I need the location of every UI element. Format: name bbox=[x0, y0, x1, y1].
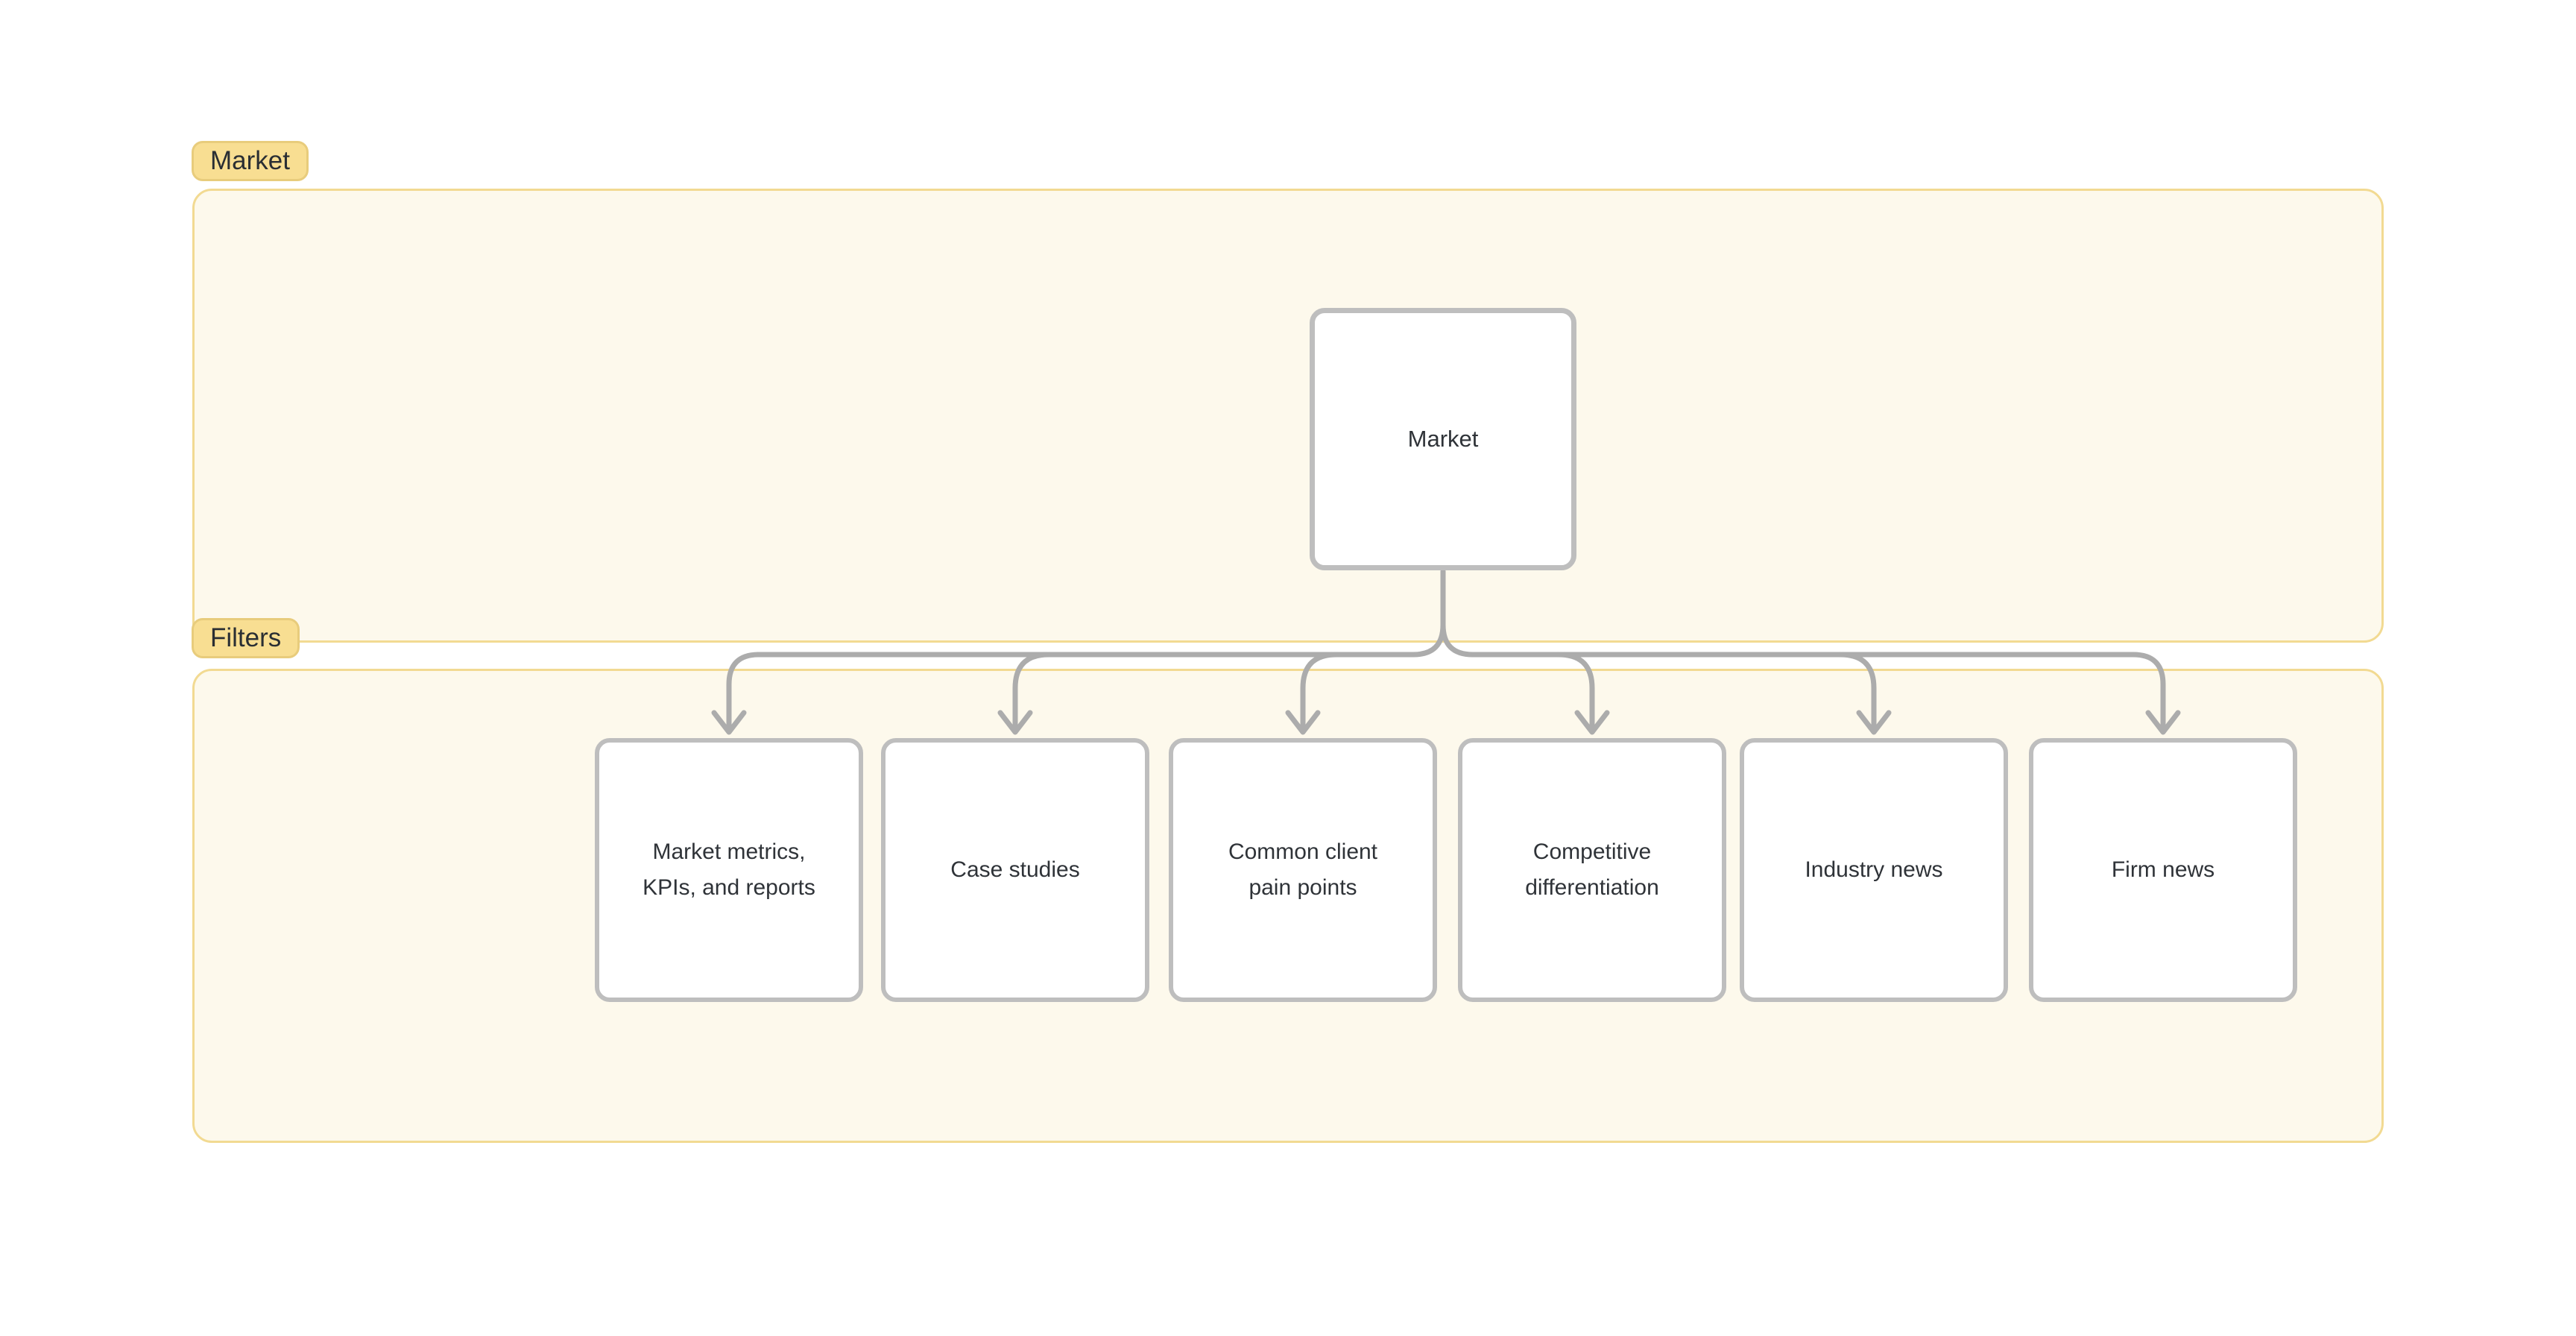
group-label-filters[interactable]: Filters bbox=[192, 618, 300, 658]
connector-branch-4 bbox=[1837, 652, 1877, 734]
node-label: Firm news bbox=[2111, 857, 2215, 882]
node-market-label: Market bbox=[1407, 426, 1479, 452]
arrowhead-icon bbox=[1285, 710, 1321, 735]
group-label-market[interactable]: Market bbox=[192, 141, 309, 181]
connector-rail-left bbox=[726, 622, 1446, 734]
arrowhead-icon bbox=[711, 710, 747, 735]
arrowhead-icon bbox=[997, 710, 1033, 735]
arrowhead-icon bbox=[1574, 710, 1610, 735]
node-case-studies[interactable]: Case studies bbox=[881, 738, 1149, 1002]
node-competitive-differentiation[interactable]: Competitive differentiation bbox=[1458, 738, 1726, 1002]
group-label-market-text: Market bbox=[210, 146, 290, 175]
node-market-metrics[interactable]: Market metrics, KPIs, and reports bbox=[595, 738, 863, 1002]
group-frame-market bbox=[192, 189, 2384, 643]
connector-branch-1 bbox=[1012, 652, 1052, 734]
node-label: Market metrics, KPIs, and reports bbox=[643, 839, 815, 900]
connector-rail-right bbox=[1440, 622, 2166, 734]
connector-branch-3 bbox=[1556, 652, 1595, 734]
node-label: Industry news bbox=[1805, 857, 1943, 882]
arrowhead-icon bbox=[2145, 710, 2181, 735]
node-industry-news[interactable]: Industry news bbox=[1740, 738, 2008, 1002]
node-label: Case studies bbox=[950, 857, 1080, 882]
group-label-filters-text: Filters bbox=[210, 623, 282, 652]
node-firm-news[interactable]: Firm news bbox=[2029, 738, 2297, 1002]
node-market[interactable]: Market bbox=[1310, 308, 1576, 570]
node-label: Common client pain points bbox=[1228, 839, 1378, 900]
connector-branch-2 bbox=[1300, 652, 1339, 734]
node-label: Competitive differentiation bbox=[1525, 839, 1659, 900]
node-client-pain-points[interactable]: Common client pain points bbox=[1169, 738, 1437, 1002]
arrowhead-icon bbox=[1856, 710, 1892, 735]
